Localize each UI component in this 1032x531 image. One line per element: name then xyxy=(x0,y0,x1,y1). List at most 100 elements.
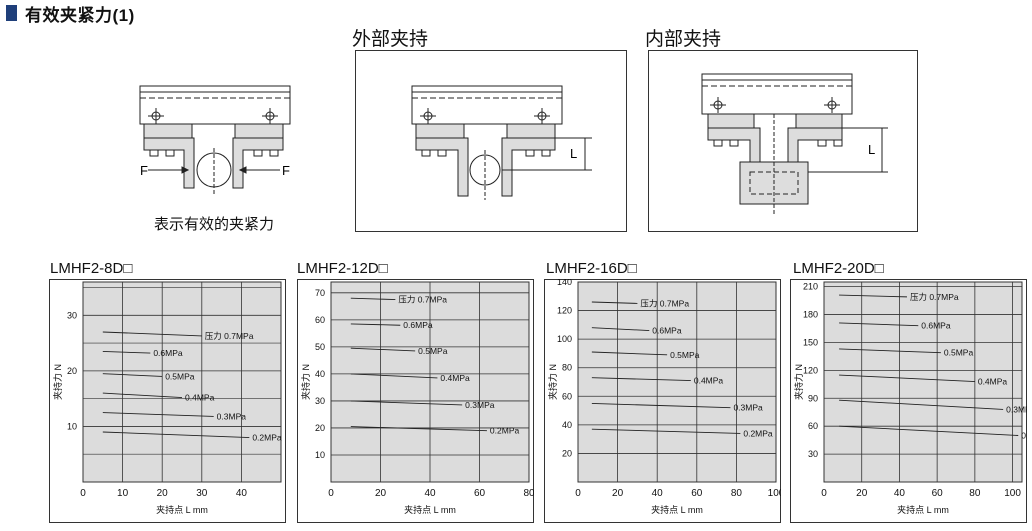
x-tick-label: 100 xyxy=(1004,488,1021,499)
series-label: 0.3MPa xyxy=(217,411,247,421)
chart-lmhf2-16d: 02040608010020406080100120140压力 0.7MPa0.… xyxy=(544,279,781,523)
y-tick-label: 80 xyxy=(562,363,572,373)
y-tick-label: 30 xyxy=(315,396,325,406)
series-line xyxy=(350,373,438,379)
series-line xyxy=(839,294,907,298)
plot-border xyxy=(330,281,530,483)
plot-area xyxy=(824,282,1022,482)
external-grip-label: 外部夹持 xyxy=(352,29,429,50)
series-label: 0.3MPa xyxy=(733,403,763,413)
y-axis-label: 夹持力 N xyxy=(793,364,804,400)
series-label: 0.3MPa xyxy=(465,400,495,410)
series-line xyxy=(591,377,691,382)
diagram-caption: 表示有效的夹紧力 xyxy=(154,216,275,233)
chart-title-4: LMHF2-20D□ xyxy=(793,260,884,277)
force-label-right: F xyxy=(282,163,290,178)
y-tick-label: 50 xyxy=(315,342,325,352)
series-label: 压力 0.7MPa xyxy=(398,295,447,305)
chart-title-2: LMHF2-12D□ xyxy=(297,260,388,277)
length-label-external: L xyxy=(570,146,577,161)
series-line xyxy=(591,327,650,332)
external-grip-diagram: L xyxy=(411,85,592,200)
series-line xyxy=(591,301,638,304)
series-label: 0.2MPa xyxy=(252,433,282,443)
y-tick-label: 10 xyxy=(315,450,325,460)
series-line xyxy=(591,351,668,356)
y-tick-label: 150 xyxy=(803,337,818,347)
x-tick-label: 0 xyxy=(328,488,334,499)
y-tick-label: 30 xyxy=(808,449,818,459)
y-axis-label: 夹持力 N xyxy=(547,364,558,400)
series-line xyxy=(591,402,731,409)
series-line xyxy=(350,347,416,352)
force-label-left: F xyxy=(140,163,148,178)
series-line xyxy=(350,426,487,432)
series-line xyxy=(839,322,919,327)
series-line xyxy=(839,399,1004,410)
series-label: 压力 0.7MPa xyxy=(640,298,689,308)
y-tick-label: 40 xyxy=(562,420,572,430)
plot-border xyxy=(82,281,282,483)
x-axis-label: 夹持点 L mm xyxy=(156,504,208,515)
chart-title-1: LMHF2-8D□ xyxy=(50,260,133,277)
y-tick-label: 20 xyxy=(562,448,572,458)
series-line xyxy=(102,331,202,337)
x-tick-label: 80 xyxy=(731,488,743,499)
y-tick-label: 60 xyxy=(315,315,325,325)
plot-area xyxy=(578,282,776,482)
series-label: 0.2MPa xyxy=(490,426,520,436)
series-line xyxy=(102,431,250,439)
series-label: 压力 0.7MPa xyxy=(205,331,254,341)
y-tick-label: 120 xyxy=(557,306,572,316)
x-tick-label: 0 xyxy=(821,488,827,499)
series-label: 0.6MPa xyxy=(403,320,433,330)
series-line xyxy=(102,392,183,399)
external-grip-box xyxy=(355,50,627,232)
x-tick-label: 40 xyxy=(894,488,906,499)
x-tick-label: 30 xyxy=(196,488,208,499)
series-label: 0.5MPa xyxy=(944,348,974,358)
series-line xyxy=(350,323,401,326)
x-axis-label: 夹持点 L mm xyxy=(651,504,703,515)
x-tick-label: 10 xyxy=(117,488,129,499)
series-label: 0.4MPa xyxy=(440,373,470,383)
y-tick-label: 180 xyxy=(803,310,818,320)
series-label: 0.5MPa xyxy=(670,350,700,360)
series-label: 0.5MPa xyxy=(165,371,195,381)
y-tick-label: 90 xyxy=(808,393,818,403)
y-tick-label: 120 xyxy=(803,365,818,375)
series-line xyxy=(102,412,214,417)
series-label: 0.6MPa xyxy=(921,321,951,331)
x-tick-label: 80 xyxy=(523,488,534,499)
x-tick-label: 100 xyxy=(768,488,781,499)
effective-force-diagram: F F xyxy=(139,85,291,196)
plot-area xyxy=(83,282,281,482)
series-line xyxy=(591,428,741,434)
y-tick-label: 20 xyxy=(315,423,325,433)
series-label: 压力 0.7MPa xyxy=(910,292,959,302)
series-line xyxy=(839,425,1019,436)
x-tick-label: 40 xyxy=(424,488,436,499)
x-tick-label: 60 xyxy=(932,488,944,499)
internal-grip-label: 内部夹持 xyxy=(645,29,722,50)
series-label: 0.6MPa xyxy=(153,348,183,358)
series-line xyxy=(102,350,151,354)
y-tick-label: 30 xyxy=(67,310,77,320)
series-line xyxy=(350,400,463,406)
y-axis-label: 夹持力 N xyxy=(52,364,63,400)
series-line xyxy=(350,297,396,301)
x-tick-label: 20 xyxy=(856,488,868,499)
y-tick-label: 140 xyxy=(557,279,572,287)
x-tick-label: 60 xyxy=(474,488,486,499)
x-tick-label: 20 xyxy=(375,488,387,499)
series-label: 0.4MPa xyxy=(694,376,724,386)
series-line xyxy=(839,348,941,354)
x-axis-label: 夹持点 L mm xyxy=(897,504,949,515)
x-tick-label: 20 xyxy=(612,488,624,499)
plot-border xyxy=(577,281,777,483)
y-tick-label: 210 xyxy=(803,282,818,292)
y-tick-label: 100 xyxy=(557,334,572,344)
